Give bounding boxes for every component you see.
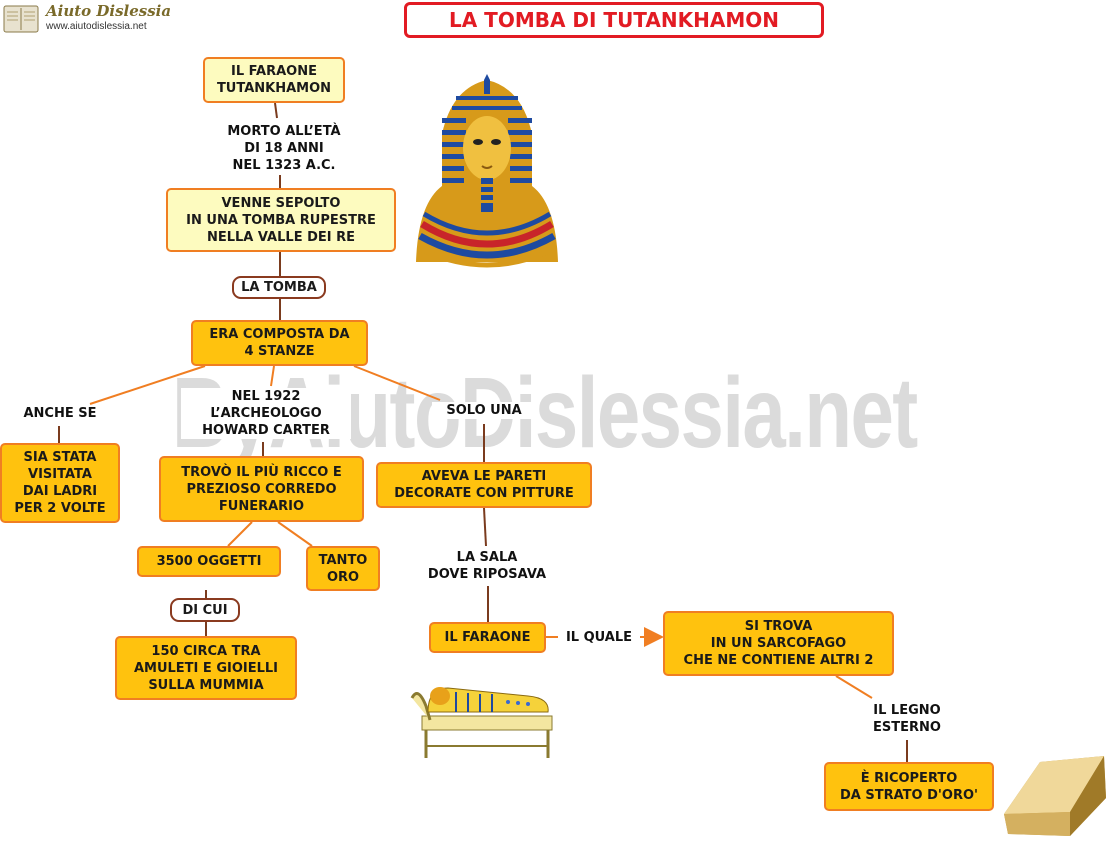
node-sarcofago: SI TROVA IN UN SARCOFAGO CHE NE CONTIENE… [663, 611, 894, 676]
node-amuleti: 150 CIRCA TRA AMULETI E GIOIELLI SULLA M… [115, 636, 297, 700]
logo-title: Aiuto Dislessia [46, 2, 172, 20]
label-legno: IL LEGNO ESTERNO [857, 702, 957, 736]
node-sepolto: VENNE SEPOLTO IN UNA TOMBA RUPESTRE NELL… [166, 188, 396, 252]
gold-ingot-image [1000, 742, 1112, 842]
node-il-faraone: IL FARAONE [429, 622, 546, 653]
page-title: LA TOMBA DI TUTANKHAMON [404, 2, 824, 38]
label-il-quale: IL QUALE [558, 629, 640, 646]
label-morto: MORTO ALL’ETÀ DI 18 ANNI NEL 1323 A.C. [196, 123, 372, 174]
label-solo-una: SOLO UNA [432, 402, 536, 419]
node-corredo: TROVÒ IL PIÙ RICCO E PREZIOSO CORREDO FU… [159, 456, 364, 522]
label-la-sala: LA SALA DOVE RIPOSAVA [404, 549, 570, 583]
node-tanto-oro: TANTO ORO [306, 546, 380, 591]
node-ricoperto: È RICOPERTO DA STRATO D'ORO' [824, 762, 994, 811]
node-la-tomba: LA TOMBA [232, 276, 326, 299]
node-composta: ERA COMPOSTA DA 4 STANZE [191, 320, 368, 366]
label-carter: NEL 1922 L’ARCHEOLOGO HOWARD CARTER [181, 388, 351, 439]
node-faraone-tutankhamon: IL FARAONE TUTANKHAMON [203, 57, 345, 103]
node-di-cui: DI CUI [170, 598, 240, 622]
logo-icon [2, 2, 42, 36]
tutankhamun-mask-image [412, 74, 562, 270]
label-anche-se: ANCHE SE [10, 405, 110, 422]
node-oggetti: 3500 OGGETTI [137, 546, 281, 577]
node-pareti: AVEVA LE PARETI DECORATE CON PITTURE [376, 462, 592, 508]
logo-url: www.aiutodislessia.net [46, 21, 147, 32]
node-visitata: SIA STATA VISITATA DAI LADRI PER 2 VOLTE [0, 443, 120, 523]
mummy-on-bed-image [408, 676, 560, 760]
